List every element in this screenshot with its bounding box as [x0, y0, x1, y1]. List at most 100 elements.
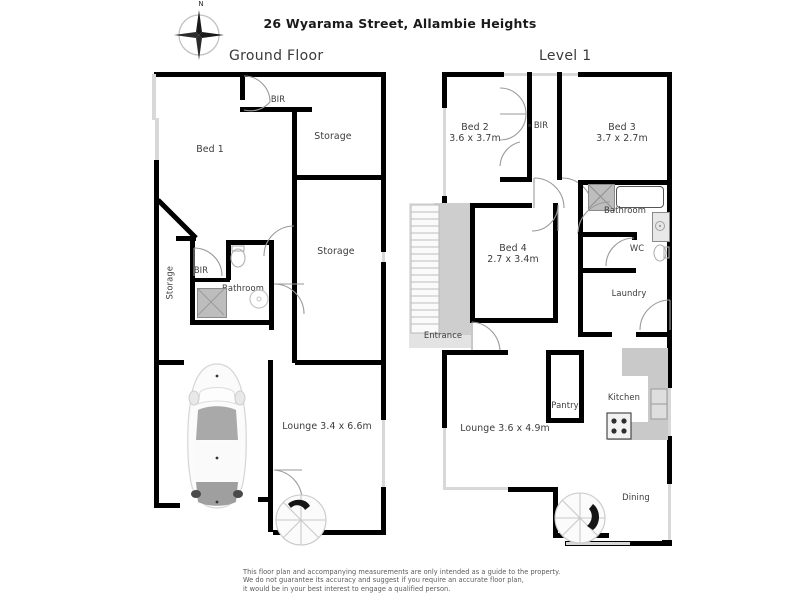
wall-segment [292, 168, 297, 363]
window [443, 487, 509, 490]
wall-segment [553, 203, 558, 323]
window [668, 484, 671, 542]
room-dim-bed4: 2.7 x 3.4m [487, 254, 539, 265]
wall-segment [546, 350, 551, 422]
wall-segment [632, 232, 637, 240]
door-arc [605, 237, 635, 267]
wall-segment [578, 268, 636, 273]
wall-segment [154, 360, 184, 365]
disclaimer: This floor plan and accompanying measure… [243, 568, 663, 593]
wall-segment [154, 72, 386, 77]
entrance-shade [434, 203, 471, 335]
room-dim-bed3: 3.7 x 2.7m [596, 133, 648, 144]
wall-segment [578, 268, 583, 336]
window [443, 428, 446, 488]
disclaimer-line-2: We do not guarantee its accuracy and sug… [243, 576, 524, 585]
wall-segment [500, 177, 532, 182]
wall-segment [268, 360, 273, 428]
window [668, 388, 671, 436]
room-label-bir-level1: BIR [533, 120, 549, 130]
door-arc [639, 299, 671, 331]
door-arc [263, 225, 295, 257]
door-arc [243, 75, 271, 112]
wall-diagonal [156, 198, 198, 240]
wall-segment [190, 278, 195, 325]
wall-segment [557, 72, 562, 110]
room-label-bed2: Bed 2 [461, 122, 489, 133]
wall-segment [292, 107, 297, 173]
wall-segment [527, 132, 532, 182]
wall-segment [442, 350, 508, 355]
window [504, 73, 578, 76]
wall-segment [190, 236, 195, 278]
car-icon [178, 362, 256, 510]
ground-floor-heading: Ground Floor [229, 48, 324, 64]
wall-segment [578, 332, 612, 337]
wall-segment [557, 110, 562, 180]
wall-segment [226, 240, 231, 280]
basin-icon [249, 289, 269, 309]
room-dim-bed2: 3.6 x 3.7m [449, 133, 501, 144]
wall-segment [381, 262, 386, 420]
wall-segment [176, 236, 196, 241]
wall-segment [154, 160, 159, 360]
wall-segment [442, 72, 447, 108]
wall-segment [154, 503, 180, 508]
door-arc [193, 247, 223, 277]
room-label-bathroom-level1: Bathroom [604, 205, 646, 215]
room-label-bed1: Bed 1 [196, 144, 224, 155]
toilet-icon [653, 244, 670, 262]
sink-icon [650, 388, 668, 420]
window [566, 542, 630, 545]
wall-segment [240, 72, 245, 100]
wall-segment [662, 540, 672, 546]
window [443, 108, 446, 196]
vanity-bowl-icon [655, 221, 665, 231]
disclaimer-line-3: it would be in your best interest to eng… [243, 584, 451, 593]
wall-segment [579, 350, 584, 422]
wall-segment [190, 272, 195, 273]
room-label-lounge-ground: Lounge 3.4 x 6.6m [282, 421, 372, 432]
room-label-dining: Dining [622, 492, 650, 502]
staircase-icon [410, 204, 440, 334]
wall-segment [527, 72, 532, 132]
level1-heading: Level 1 [539, 48, 592, 64]
window [155, 118, 159, 162]
door-arc [577, 201, 611, 235]
wall-segment [667, 242, 672, 350]
wall-segment [442, 72, 504, 77]
wall-segment [240, 107, 312, 112]
room-label-pantry: Pantry [551, 400, 579, 410]
wall-segment [667, 436, 672, 484]
ground-floor-plan: BIR Bed 1 Storage Storage Storage BIR [0, 0, 400, 560]
cooktop-icon [606, 412, 632, 440]
wall-segment [578, 232, 636, 237]
bir-marker [528, 124, 531, 127]
vanity-icon [652, 212, 670, 242]
door-arc [273, 283, 305, 315]
wall-segment [269, 240, 274, 330]
room-label-storage-mid: Storage [317, 246, 355, 257]
compass-north-label: N [198, 0, 204, 8]
shower-cross-icon [197, 288, 225, 316]
room-label-lounge-level1: Lounge 3.6 x 4.9m [460, 423, 550, 434]
wall-segment [470, 203, 475, 321]
disclaimer-line-1: This floor plan and accompanying measure… [243, 568, 561, 576]
wall-segment [258, 497, 273, 502]
room-label-bir-top: BIR [270, 94, 286, 104]
wall-segment [295, 360, 386, 365]
room-label-entrance: Entrance [423, 330, 463, 340]
spiral-staircase-icon [553, 490, 609, 546]
room-label-storage-top: Storage [314, 131, 352, 142]
room-label-bed3: Bed 3 [608, 122, 636, 133]
room-label-wc: WC [629, 243, 645, 253]
wall-segment [226, 240, 274, 245]
toilet-icon [230, 245, 246, 268]
wall-segment [381, 72, 386, 252]
wall-segment [667, 72, 672, 182]
wall-segment [442, 350, 447, 428]
wall-segment [268, 428, 273, 470]
window [152, 74, 156, 120]
wall-segment [470, 318, 558, 323]
